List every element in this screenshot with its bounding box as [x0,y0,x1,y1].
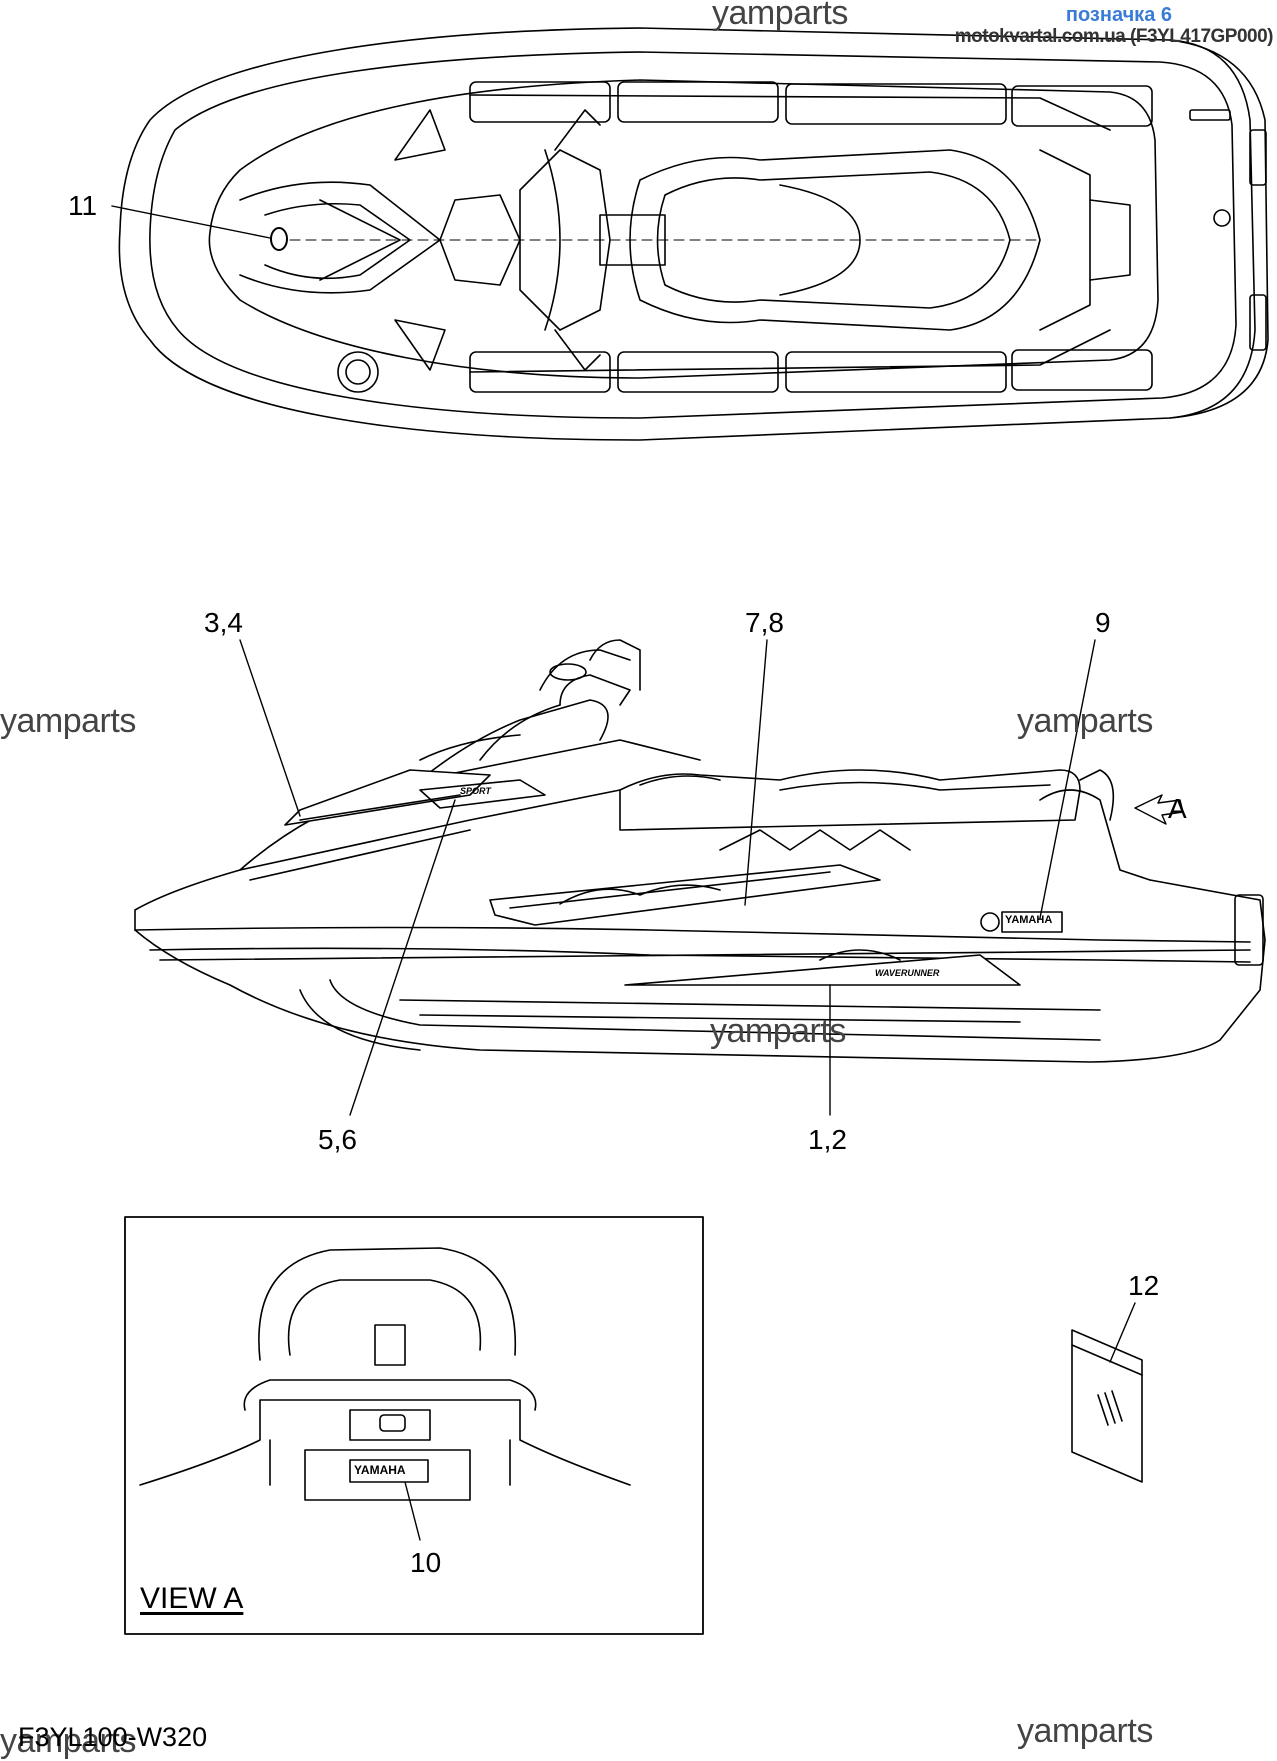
callout-11: 11 [68,190,98,221]
watermark-top: yamparts [712,0,848,32]
callout-9: 9 [1095,607,1111,638]
part-12-label [1071,1302,1143,1483]
callout-a: A [1168,793,1187,824]
view-a-label: VIEW A [140,1582,244,1615]
view-a-panel [124,1216,704,1635]
watermark-left: yamparts [0,702,136,740]
yamaha-rear-decal-text: YAMAHA [354,1463,406,1477]
watermark-right: yamparts [1017,702,1153,740]
callout-3-4: 3,4 [204,607,243,638]
callout-7-8: 7,8 [745,607,784,638]
callout-5-6: 5,6 [318,1124,357,1155]
waverunner-decal-text: WAVERUNNER [875,968,940,978]
header-subtitle: motokvartal.com.ua (F3YL417GP000) [954,26,1274,47]
watermark-bottom-right: yamparts [1017,1712,1153,1750]
watermark-center: yamparts [710,1012,846,1050]
callout-12: 12 [1128,1270,1160,1301]
sport-decal-text: SPORT [460,786,491,796]
yamaha-side-decal-text: YAMAHA [1005,914,1053,926]
callout-10: 10 [410,1547,442,1578]
side-view-watercraft [134,639,1266,1116]
top-view-watercraft [111,27,1269,441]
diagram-code: F3YL100-W320 [18,1722,208,1752]
callout-1-2: 1,2 [808,1124,847,1155]
header-title: позначка 6 [1065,4,1172,26]
